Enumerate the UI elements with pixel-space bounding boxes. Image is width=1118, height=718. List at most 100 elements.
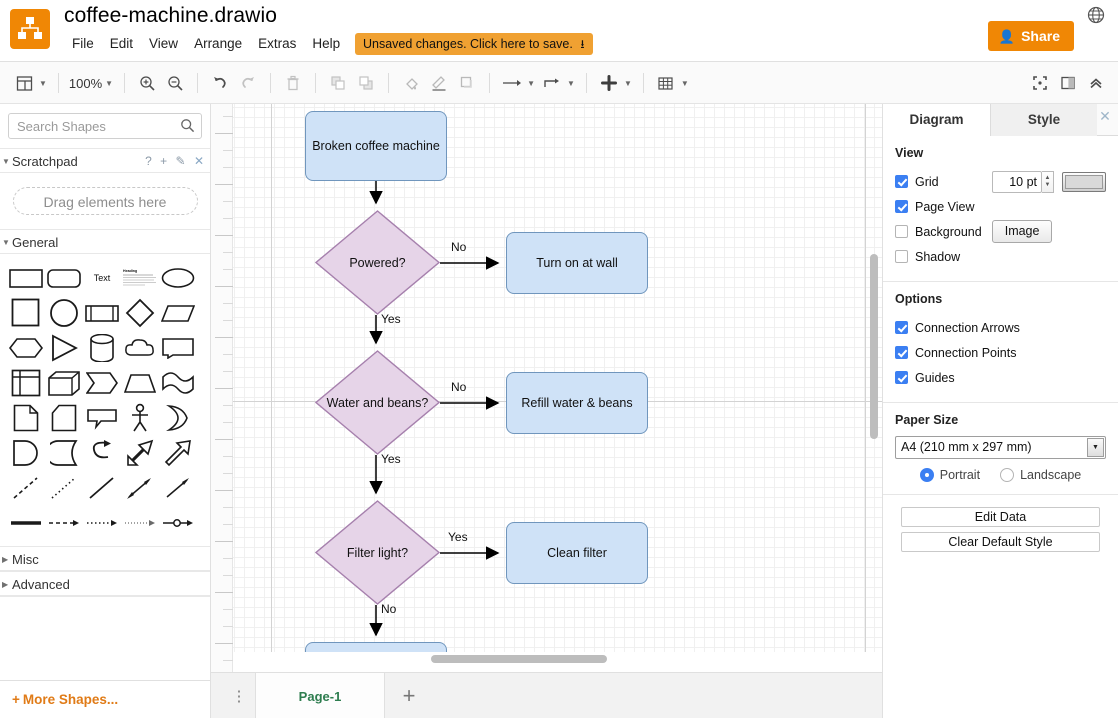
radio-portrait[interactable] <box>919 468 934 482</box>
menu-edit[interactable]: Edit <box>109 36 134 51</box>
stepper-up-icon[interactable]: ▲ <box>1044 174 1051 181</box>
undo-icon[interactable] <box>206 69 234 97</box>
node-turn-on-at-wall[interactable]: Turn on at wall <box>506 232 648 294</box>
menu-arrange[interactable]: Arrange <box>194 36 243 51</box>
node-broken-coffee-machine[interactable]: Broken coffee machine <box>305 111 447 181</box>
shadow-icon[interactable] <box>453 69 481 97</box>
shape-s-curve-arrow[interactable] <box>84 436 120 470</box>
shape-parallelogram[interactable] <box>160 296 196 330</box>
chevron-down-icon[interactable]: ▼ <box>1087 438 1104 457</box>
vertical-scroll-thumb[interactable] <box>870 254 878 439</box>
node-powered-decision[interactable]: Powered? <box>315 210 440 315</box>
shape-circle[interactable] <box>46 296 82 330</box>
line-color-icon[interactable] <box>425 69 453 97</box>
shape-triangle[interactable] <box>46 331 82 365</box>
trash-icon[interactable] <box>279 69 307 97</box>
paper-size-select[interactable]: A4 (210 mm x 297 mm) ▼ <box>895 436 1106 459</box>
shape-document-callout[interactable] <box>160 331 196 365</box>
zoom-dropdown-caret[interactable]: ▼ <box>105 78 114 88</box>
menu-view[interactable]: View <box>149 36 179 51</box>
shape-fine-dashed-arrow[interactable] <box>122 506 158 540</box>
tab-diagram[interactable]: Diagram <box>883 104 990 136</box>
shape-directional-arrow[interactable] <box>160 471 196 505</box>
add-icon[interactable]: + <box>160 154 168 168</box>
node-clean-filter[interactable]: Clean filter <box>506 522 648 584</box>
checkbox-page-view[interactable] <box>895 200 908 213</box>
grid-color-swatch[interactable] <box>1062 171 1106 192</box>
menu-help[interactable]: Help <box>312 36 341 51</box>
node-refill-water-and-beans[interactable]: Refill water & beans <box>506 372 648 434</box>
shape-textbox-heading[interactable]: Heading <box>122 261 158 295</box>
shape-diamond[interactable] <box>122 296 158 330</box>
checkbox-grid[interactable] <box>895 175 908 188</box>
shape-note[interactable] <box>8 401 44 435</box>
shape-trapezoid[interactable] <box>122 366 158 400</box>
checkbox-connection-arrows[interactable] <box>895 321 908 334</box>
search-icon[interactable] <box>180 118 195 136</box>
add-page-icon[interactable]: + <box>402 683 416 708</box>
shape-cloud[interactable] <box>122 331 158 365</box>
fullscreen-icon[interactable] <box>1026 69 1054 97</box>
section-advanced-header[interactable]: ▶ Advanced <box>0 571 210 596</box>
shape-ellipse[interactable] <box>160 261 196 295</box>
shape-hexagon[interactable] <box>8 331 44 365</box>
close-panel-icon[interactable]: ✕ <box>1099 108 1111 124</box>
diagram-canvas[interactable]: Broken coffee machine Powered? Turn on a… <box>233 104 882 666</box>
shape-thick-line[interactable] <box>8 506 44 540</box>
view-dropdown-caret[interactable]: ▼ <box>39 78 47 88</box>
connection-style-caret[interactable]: ▼ <box>567 78 575 88</box>
zoom-in-icon[interactable] <box>133 69 161 97</box>
shape-text[interactable]: Text <box>93 272 111 283</box>
clear-default-style-button[interactable]: Clear Default Style <box>901 532 1100 552</box>
unsaved-changes-button[interactable]: Unsaved changes. Click here to save. ⭳ <box>355 33 593 55</box>
stepper-down-icon[interactable]: ▼ <box>1044 181 1051 188</box>
page-menu-icon[interactable]: ⋮ <box>231 688 247 705</box>
radio-landscape[interactable] <box>1000 468 1015 482</box>
scratchpad-dropzone[interactable]: Drag elements here <box>12 187 198 215</box>
shape-card[interactable] <box>46 401 82 435</box>
connection-arrow-icon[interactable] <box>498 69 526 97</box>
share-button[interactable]: 👤Share <box>987 21 1074 51</box>
menu-file[interactable]: File <box>72 36 94 51</box>
shape-cube[interactable] <box>46 366 82 400</box>
shape-solid-line[interactable] <box>84 471 120 505</box>
connection-style-icon[interactable] <box>538 69 566 97</box>
more-shapes-button[interactable]: +More Shapes... <box>0 680 210 718</box>
help-icon[interactable]: ? <box>145 154 152 168</box>
checkbox-shadow[interactable] <box>895 250 908 263</box>
shape-arrow[interactable] <box>160 436 196 470</box>
shape-rectangle[interactable] <box>8 261 44 295</box>
checkbox-connection-points[interactable] <box>895 346 908 359</box>
shape-step[interactable] <box>84 366 120 400</box>
section-scratchpad-header[interactable]: ▼ Scratchpad ? + ✎ ✕ <box>0 148 210 173</box>
checkbox-background[interactable] <box>895 225 908 238</box>
shape-actor[interactable] <box>122 401 158 435</box>
insert-caret[interactable]: ▼ <box>623 78 632 88</box>
shape-callout[interactable] <box>84 401 120 435</box>
search-input[interactable] <box>8 113 202 139</box>
shape-dotted-arrow[interactable] <box>84 506 120 540</box>
shape-delay[interactable] <box>8 436 44 470</box>
shape-direct-data[interactable] <box>46 436 82 470</box>
zoom-level-label[interactable]: 100% <box>68 75 103 91</box>
zoom-out-icon[interactable] <box>161 69 189 97</box>
canvas-horizontal-scrollbar[interactable] <box>233 652 882 666</box>
shape-cylinder[interactable] <box>84 331 120 365</box>
shape-link-arrow[interactable] <box>160 506 196 540</box>
view-layers-icon[interactable] <box>10 69 38 97</box>
fill-color-icon[interactable] <box>397 69 425 97</box>
tab-style[interactable]: Style <box>990 104 1097 136</box>
background-image-button[interactable]: Image <box>991 220 1053 243</box>
toggle-format-panel-icon[interactable] <box>1054 69 1082 97</box>
menu-extras[interactable]: Extras <box>258 36 297 51</box>
insert-table-icon[interactable] <box>652 69 680 97</box>
close-icon[interactable]: ✕ <box>193 154 204 168</box>
edit-icon[interactable]: ✎ <box>175 154 186 168</box>
section-general-header[interactable]: ▼ General <box>0 229 210 254</box>
shape-bidirectional-arrow[interactable] <box>122 471 158 505</box>
table-caret[interactable]: ▼ <box>680 78 689 88</box>
node-water-and-beans-decision[interactable]: Water and beans? <box>315 350 440 455</box>
shape-square[interactable] <box>8 296 44 330</box>
shape-or[interactable] <box>160 401 196 435</box>
shape-internal-storage[interactable] <box>8 366 44 400</box>
